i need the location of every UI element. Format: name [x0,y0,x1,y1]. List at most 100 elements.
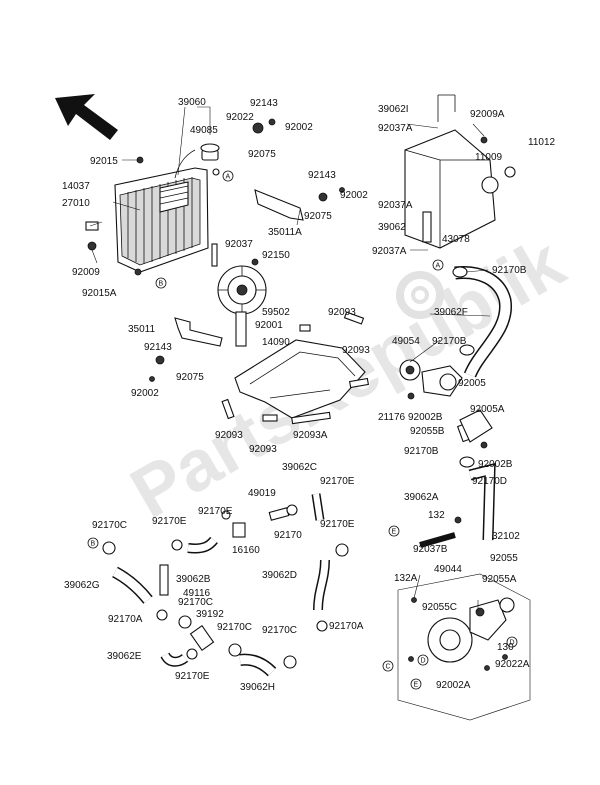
part-label: 132 [428,510,445,521]
part-label: 92170C [92,520,127,531]
svg-text:B: B [159,281,164,288]
part-label: 92001 [255,320,283,331]
part-label: 39060 [178,97,206,108]
part-label: 21176 [378,412,406,423]
part-label: 92002 [131,388,159,399]
ref-marker-d: D [506,636,518,648]
part-label: 92150 [262,250,290,261]
part-label: 49044 [434,564,462,575]
part-label: 49019 [248,488,276,499]
part-label: 49085 [190,125,218,136]
part-label: 92075 [248,149,276,160]
radiator-assembly [85,143,220,276]
part-label: 92143 [308,170,336,181]
part-label: 92002 [285,122,313,133]
radiator-upper-bracket [212,118,345,221]
part-label: 92055C [422,602,457,613]
reference-markers: A A B B E C D D E [87,170,518,690]
part-label: 92093 [249,444,277,455]
lower-left-hoses [102,541,297,677]
part-label: 92009A [470,109,505,120]
part-label: 92022A [495,659,530,670]
part-label: 16160 [232,545,260,556]
part-label: 92170A [329,621,364,632]
part-label: 14037 [62,181,90,192]
part-label: 43078 [442,234,470,245]
part-label: 92002B [408,412,443,423]
part-label: 32102 [492,531,520,542]
part-labels: 39060 92143 49085 92022 92002 92075 9201… [62,97,556,693]
svg-text:D: D [510,640,515,647]
part-label: 92170E [320,519,355,530]
part-label: 39062D [262,570,297,581]
part-label: 92143 [144,342,172,353]
part-label: 92170C [262,625,297,636]
part-label: 92002B [478,459,513,470]
part-label: 132A [394,573,418,584]
radiator-lower-bracket [149,317,223,382]
part-label: 92093 [328,307,356,318]
part-label: 92170C [217,622,252,633]
part-label: 92037A [372,246,407,257]
part-label: 92170 [274,530,302,541]
part-label: 92093A [293,430,328,441]
ref-marker-a: A [222,170,234,182]
thermostat-housing [399,359,493,449]
part-label: 92170C [178,597,213,608]
part-label: 92170E [320,476,355,487]
part-label: 39062A [404,492,439,503]
front-direction-arrow-icon [55,94,118,140]
part-label: 92170E [152,516,187,527]
part-label: 27010 [62,198,90,209]
part-label: 92009 [72,267,100,278]
part-label: 92002A [436,680,471,691]
svg-text:D: D [421,658,426,665]
part-label: 49116 [183,588,211,599]
part-label: 35011A [268,227,302,238]
part-label: 39062F [434,307,468,318]
part-label: 92037 [225,239,253,250]
part-label: 39062G [64,580,100,591]
part-label: 39192 [196,609,224,620]
part-label: 92170B [404,446,439,457]
part-label: 92015A [82,288,117,299]
radiator-shroud [221,311,370,425]
part-label: 39062 [378,222,406,233]
svg-text:E: E [392,529,397,536]
watermark-gear-icon [396,271,444,319]
part-label: 11009 [475,152,503,163]
part-label: 92170D [472,476,507,487]
part-label: 92037B [413,544,448,555]
part-label: 92055B [410,426,445,437]
ref-marker-c: C [382,660,394,672]
part-label: 39062B [176,574,211,585]
part-label: 39062H [240,682,275,693]
part-label: 92170A [108,614,143,625]
part-label: 92037A [378,200,413,211]
part-label: 39062E [107,651,142,662]
part-label: 49054 [392,336,420,347]
part-label: 92170B [432,336,467,347]
part-label: 92022 [226,112,254,123]
part-label: 92075 [304,211,332,222]
part-label: 92015 [90,156,118,167]
radiator-core-fins [127,177,193,264]
part-label: 92055 [490,553,518,564]
part-label: 92005A [470,404,505,415]
part-label: 59502 [262,307,290,318]
part-label: 92005 [458,378,486,389]
part-label: 92093 [342,345,370,356]
part-label: 130 [497,642,514,653]
part-label: 92002 [340,190,368,201]
bypass-hoses-center [171,493,349,632]
svg-text:B: B [91,541,96,548]
svg-text:A: A [436,263,441,270]
part-label: 11012 [528,137,556,148]
part-label: 92170E [198,506,233,517]
svg-text:A: A [226,174,231,181]
part-label: 92037A [378,123,413,134]
part-label: 14090 [262,337,290,348]
part-label: 92055A [482,574,517,585]
